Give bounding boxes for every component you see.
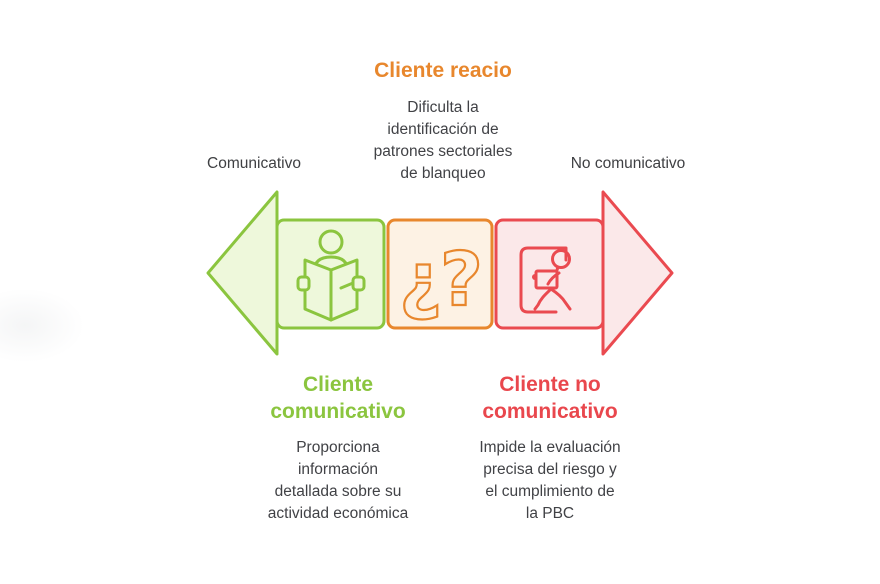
axis-label-comunicativo: Comunicativo: [207, 155, 301, 172]
right-arrowhead: [601, 190, 674, 356]
bottom-left-title: Cliente comunicativo: [270, 373, 406, 423]
bottom-right-title: Cliente no comunicativo: [482, 373, 618, 423]
bottom-right-description: Impide la evaluación precisa del riesgo …: [479, 439, 621, 522]
person-leaving-door-icon: [519, 246, 572, 314]
spectrum-arrow: ¿?: [206, 190, 674, 356]
question-marks-icon: ¿?: [399, 237, 481, 323]
top-segment-description: Dificulta la identificación de patrones …: [373, 99, 513, 182]
axis-label-no-comunicativo: No comunicativo: [570, 155, 686, 172]
left-arrowhead: [206, 190, 279, 356]
segment-box-reacio: [386, 218, 494, 330]
bottom-left-description: Proporciona información detallada sobre …: [267, 439, 409, 522]
top-segment-title: Cliente reacio: [374, 59, 512, 82]
person-reading-book-icon: [296, 229, 366, 322]
background-smudge: [0, 288, 85, 363]
